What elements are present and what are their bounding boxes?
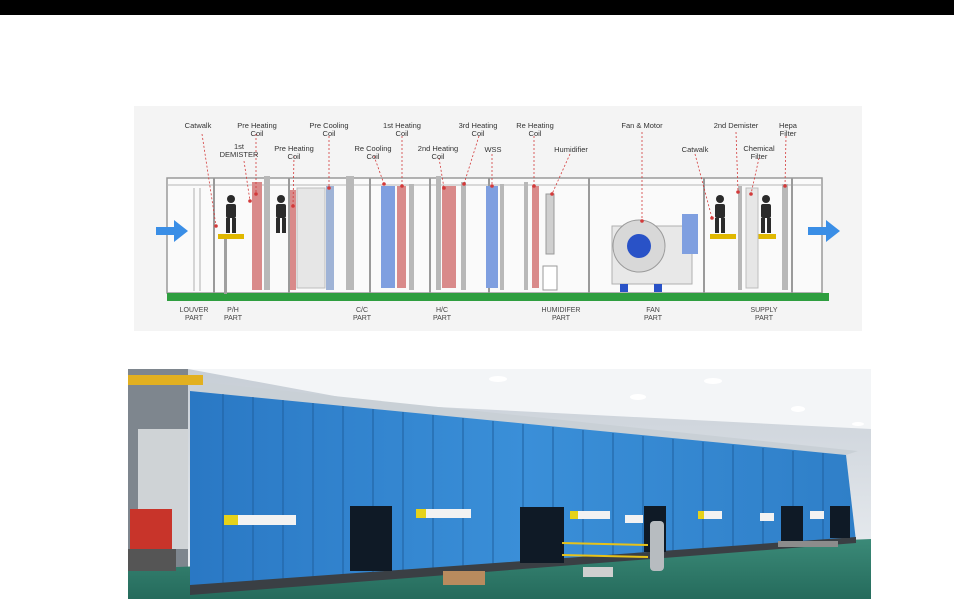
worker-figure-1 [226,195,236,233]
access-door-2 [520,507,564,563]
part-cc: C/C PART [352,307,372,322]
label-2nd-demister: 2nd Demister [713,121,759,130]
label-re-cooling-coil: Re Cooling Coil [354,144,392,161]
pre-cooling-coil [296,187,326,289]
base-rail [167,293,829,301]
label-pre-heating-coil-2: Pre Heating Coil [274,144,314,161]
second-demister [738,186,742,290]
ahu-schematic-diagram: Catwalk Pre Heating Coil 1st DEMISTER Pr… [134,106,862,331]
label-humidifier: Humidifier [554,145,588,154]
re-cooling-coil [381,186,395,288]
louver [193,188,201,291]
top-black-bar [0,0,954,15]
label-chemical-filter: Chemical Filter [743,144,775,161]
ahu-schematic-drawing [156,131,840,301]
fan-motor-unit [611,214,698,292]
pre-heating-coil-1 [252,182,262,290]
catwalk-platform-1 [218,234,244,239]
hepa-filter [782,184,788,290]
airflow-out-arrow [808,220,840,242]
wss-unit [486,186,498,288]
part-humidifier: HUMIDIFER PART [541,307,581,322]
label-re-heating-coil: Re Heating Coil [516,121,554,138]
access-door-1 [350,506,392,571]
ahu-unit-top [190,383,858,455]
access-door-4 [781,506,803,541]
part-louver: LOUVER PART [179,307,209,322]
label-fan-motor: Fan & Motor [621,121,663,130]
worker-figure-4 [761,195,771,233]
label-catwalk-2: Catwalk [681,145,709,154]
humidifier-unit [545,193,555,255]
worker-figure-3 [715,195,725,233]
re-heating-coil [532,186,539,288]
label-1st-demister: 1st DEMISTER [219,142,259,159]
label-hepa-filter: Hepa Filter [779,121,797,138]
chemical-filter [745,187,759,289]
ahu-factory-photo [128,369,871,599]
part-ph: P/H PART [223,307,243,322]
airflow-in-arrow [156,220,188,242]
part-supply: SUPPLY PART [750,307,778,322]
label-pre-heating-coil-1: Pre Heating Coil [237,121,277,138]
part-fan: FAN PART [643,307,663,322]
pre-heating-coil-2 [290,190,296,290]
label-2nd-heating-coil: 2nd Heating Coil [417,144,459,161]
ahu-photo-drawing [128,369,871,599]
label-wss: WSS [484,145,502,154]
label-pre-cooling-coil: Pre Cooling Coil [309,121,349,138]
label-1st-heating-coil: 1st Heating Coil [383,121,421,138]
catwalk-platform-2 [710,234,736,239]
first-heating-coil [397,186,406,288]
label-3rd-heating-coil: 3rd Heating Coil [458,121,498,138]
label-catwalk-1: Catwalk [184,121,212,130]
part-hc: H/C PART [432,307,452,322]
access-door-5 [830,506,850,538]
second-heating-coil [442,186,456,288]
worker-figure-2 [276,195,286,233]
